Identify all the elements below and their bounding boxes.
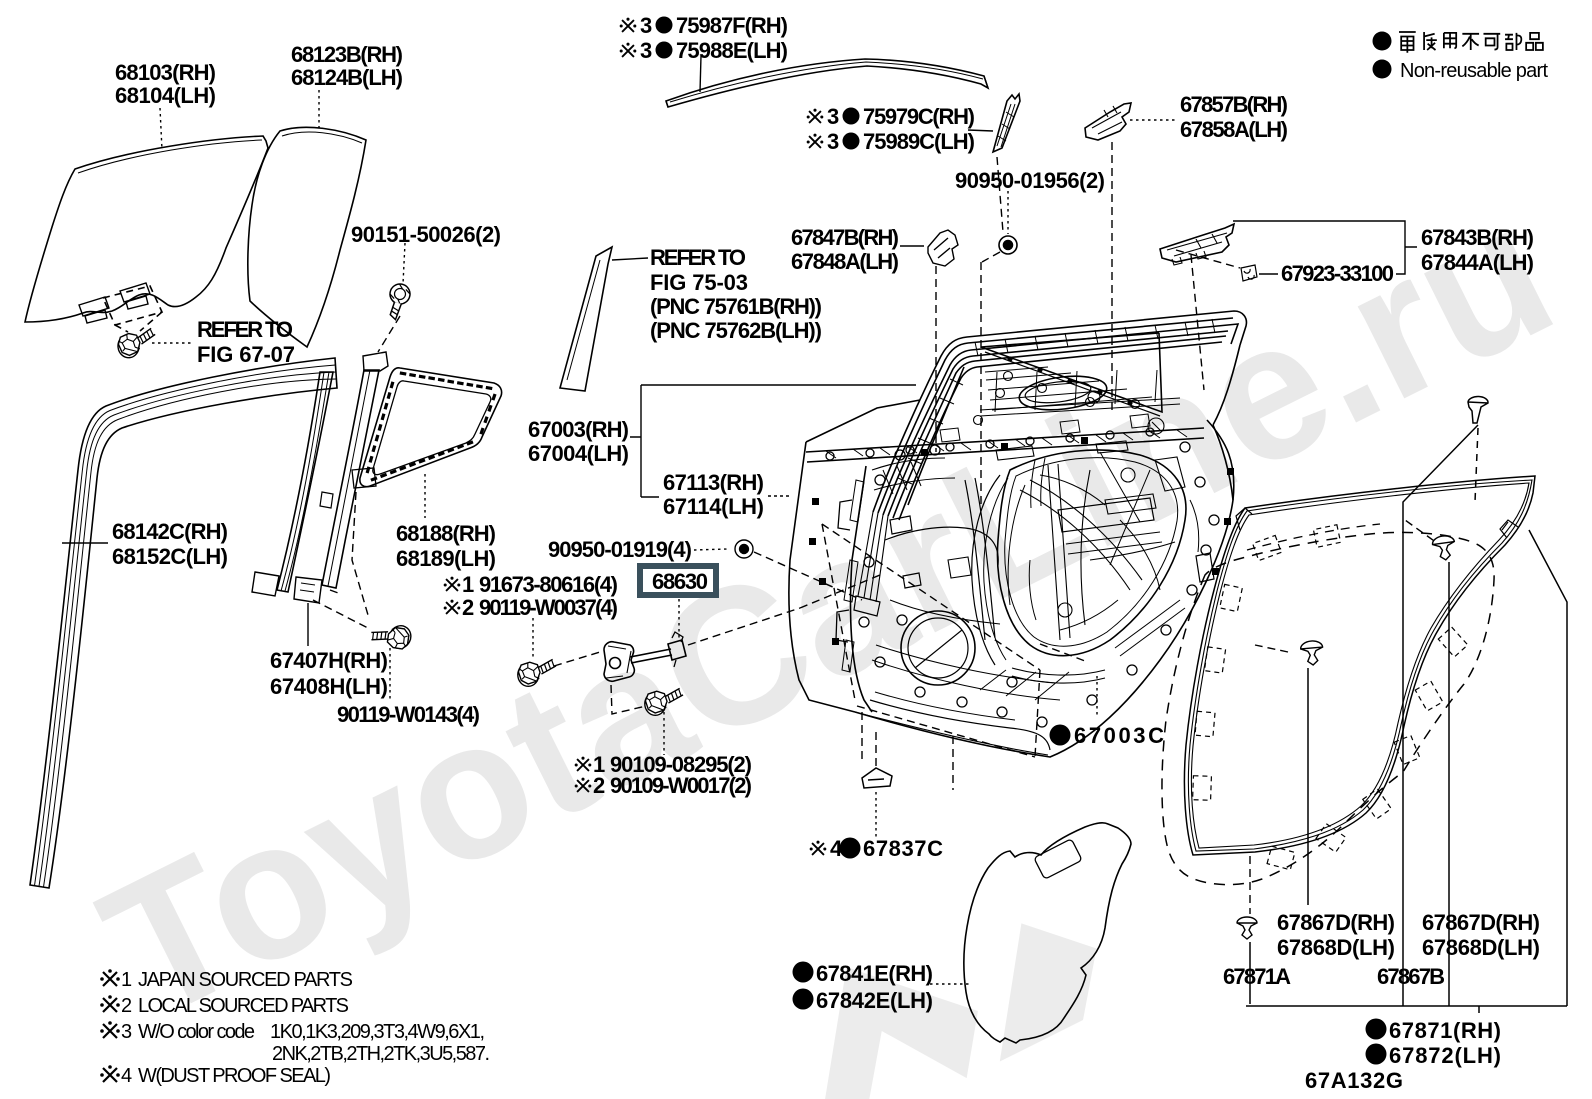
svg-text:68123B(RH): 68123B(RH) — [291, 42, 403, 67]
svg-text:W/O color code: W/O color code — [138, 1021, 255, 1043]
svg-text:4: 4 — [830, 836, 843, 861]
svg-text:3: 3 — [827, 104, 839, 129]
svg-text:90151-50026(2): 90151-50026(2) — [351, 222, 501, 247]
svg-text:FIG 67-07: FIG 67-07 — [197, 342, 295, 367]
svg-text:68142C(RH): 68142C(RH) — [112, 519, 228, 544]
svg-text:67923-33100: 67923-33100 — [1281, 261, 1394, 286]
svg-text:67871(RH): 67871(RH) — [1389, 1018, 1501, 1043]
svg-text:LOCAL SOURCED PARTS: LOCAL SOURCED PARTS — [138, 995, 350, 1017]
svg-text:67837C: 67837C — [863, 836, 943, 861]
svg-text:W(DUST PROOF SEAL): W(DUST PROOF SEAL) — [138, 1065, 331, 1087]
svg-text:67842E(LH): 67842E(LH) — [816, 988, 933, 1013]
svg-text:67867D(RH): 67867D(RH) — [1422, 910, 1540, 935]
svg-text:68630: 68630 — [652, 569, 708, 594]
svg-text:2: 2 — [121, 995, 132, 1017]
svg-text:REFER TO: REFER TO — [197, 317, 293, 342]
svg-text:67003C: 67003C — [1074, 723, 1164, 748]
svg-text:67871A: 67871A — [1223, 964, 1291, 989]
svg-text:(PNC 75762B(LH)): (PNC 75762B(LH)) — [650, 318, 822, 343]
svg-text:Non-reusable part: Non-reusable part — [1400, 60, 1548, 82]
svg-text:67A132G: 67A132G — [1305, 1068, 1403, 1093]
svg-text:75989C(LH): 75989C(LH) — [863, 129, 975, 154]
svg-text:67868D(LH): 67868D(LH) — [1277, 935, 1395, 960]
svg-text:67003(RH): 67003(RH) — [528, 417, 629, 442]
svg-text:1: 1 — [121, 969, 132, 991]
svg-text:1: 1 — [593, 752, 605, 777]
svg-text:67408H(LH): 67408H(LH) — [270, 674, 388, 699]
svg-text:2: 2 — [593, 773, 605, 798]
svg-text:67857B(RH): 67857B(RH) — [1180, 92, 1288, 117]
svg-text:68103(RH): 68103(RH) — [115, 60, 216, 85]
svg-text:2: 2 — [462, 595, 474, 620]
svg-text:90109-W0017(2): 90109-W0017(2) — [610, 773, 752, 798]
svg-text:FIG 75-03: FIG 75-03 — [650, 270, 748, 295]
svg-text:90109-08295(2): 90109-08295(2) — [610, 752, 752, 777]
svg-text:90950-01919(4): 90950-01919(4) — [548, 537, 692, 562]
svg-text:68189(LH): 68189(LH) — [396, 546, 496, 571]
svg-text:90950-01956(2): 90950-01956(2) — [955, 168, 1105, 193]
svg-text:67867B: 67867B — [1377, 964, 1445, 989]
svg-text:3: 3 — [640, 13, 652, 38]
svg-text:67843B(RH): 67843B(RH) — [1421, 225, 1534, 250]
svg-text:67004(LH): 67004(LH) — [528, 441, 629, 466]
svg-text:1K0,1K3,209,3T3,4W9,6X1,: 1K0,1K3,209,3T3,4W9,6X1, — [270, 1021, 485, 1043]
svg-text:75987F(RH): 75987F(RH) — [676, 13, 788, 38]
svg-text:75979C(RH): 75979C(RH) — [863, 104, 975, 129]
svg-text:JAPAN SOURCED PARTS: JAPAN SOURCED PARTS — [138, 969, 354, 991]
svg-text:4: 4 — [121, 1065, 132, 1087]
svg-text:68188(RH): 68188(RH) — [396, 521, 496, 546]
svg-text:68124B(LH): 68124B(LH) — [291, 65, 403, 90]
svg-text:3: 3 — [640, 38, 652, 63]
svg-text:67113(RH): 67113(RH) — [663, 470, 764, 495]
svg-text:67847B(RH): 67847B(RH) — [791, 225, 899, 250]
svg-text:(PNC 75761B(RH)): (PNC 75761B(RH)) — [650, 294, 822, 319]
svg-text:67872(LH): 67872(LH) — [1389, 1043, 1501, 1068]
svg-text:68104(LH): 68104(LH) — [115, 83, 216, 108]
svg-text:67858A(LH): 67858A(LH) — [1180, 117, 1288, 142]
svg-text:3: 3 — [827, 129, 839, 154]
svg-text:3: 3 — [121, 1021, 132, 1043]
svg-text:67848A(LH): 67848A(LH) — [791, 249, 899, 274]
svg-text:REFER TO: REFER TO — [650, 245, 746, 270]
svg-text:90119-W0143(4): 90119-W0143(4) — [337, 702, 480, 727]
svg-text:91673-80616(4): 91673-80616(4) — [479, 572, 618, 597]
svg-text:90119-W0037(4): 90119-W0037(4) — [479, 595, 618, 620]
svg-text:2NK,2TB,2TH,2TK,3U5,587.: 2NK,2TB,2TH,2TK,3U5,587. — [272, 1043, 490, 1065]
svg-text:67114(LH): 67114(LH) — [663, 494, 764, 519]
svg-text:67844A(LH): 67844A(LH) — [1421, 250, 1534, 275]
svg-text:67868D(LH): 67868D(LH) — [1422, 935, 1540, 960]
svg-text:67867D(RH): 67867D(RH) — [1277, 910, 1395, 935]
svg-text:68152C(LH): 68152C(LH) — [112, 544, 228, 569]
svg-text:75988E(LH): 75988E(LH) — [676, 38, 788, 63]
svg-text:67841E(RH): 67841E(RH) — [816, 961, 933, 986]
svg-text:1: 1 — [462, 572, 474, 597]
svg-text:67407H(RH): 67407H(RH) — [270, 648, 388, 673]
